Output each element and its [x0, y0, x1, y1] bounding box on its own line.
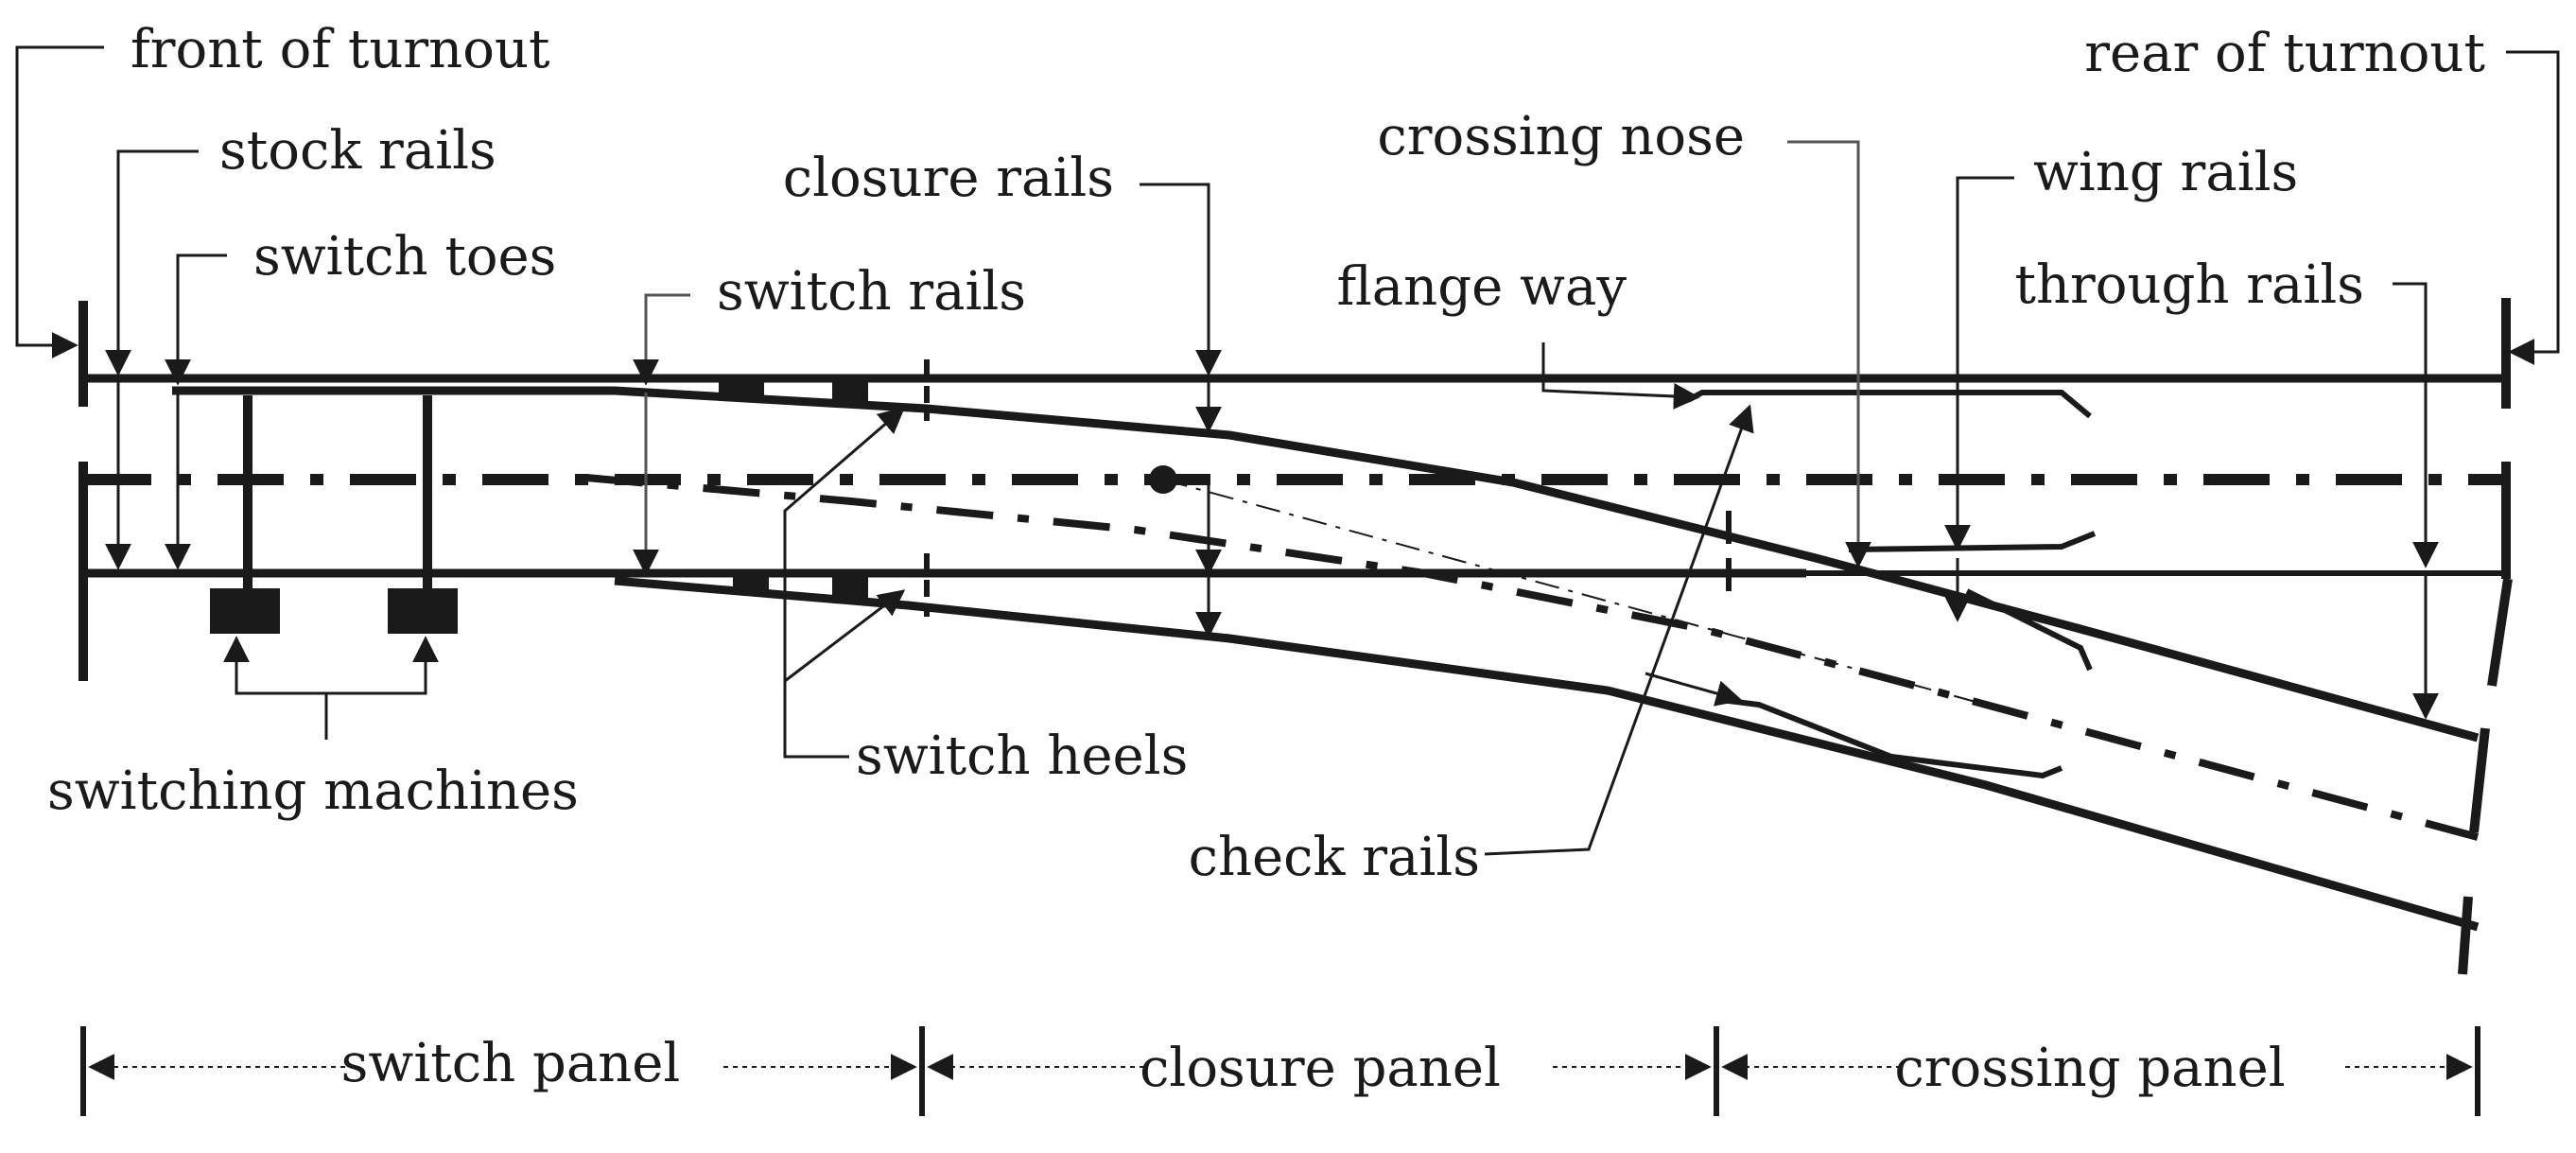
leader-check-rails: [1484, 404, 1754, 856]
heel-block-3: [733, 575, 769, 592]
leader-switch-rails: [633, 293, 690, 386]
rear-lower-tick: [2458, 896, 2473, 975]
lower-diverging-rail: [614, 576, 2480, 932]
label-crossing-panel: crossing panel: [1894, 1038, 2285, 1099]
leader-closure-rails: [1140, 183, 1222, 376]
component-labels: front of turnout rear of turnout stock r…: [47, 19, 2485, 888]
label-switch-rails: switch rails: [717, 261, 1026, 323]
lower-wing-rail: [1848, 531, 2097, 552]
leader-wing-rails: [1944, 176, 2014, 551]
label-wing-rails: wing rails: [2033, 142, 2298, 203]
leader-check-rails-2: [1645, 672, 1743, 707]
leader-through-rails: [2393, 282, 2439, 568]
panel-dimensions: switch panel closure panel crossing pane…: [80, 1026, 2480, 1116]
label-crossing-nose: crossing nose: [1377, 106, 1745, 167]
label-check-rails: check rails: [1189, 827, 1480, 888]
label-front-of-turnout: front of turnout: [131, 19, 550, 80]
leader-crossing-nose: [1787, 140, 1871, 568]
leader-switching-machines-2: [326, 636, 439, 695]
wing-rail-diverging: [1965, 588, 2093, 672]
leader-front-of-turnout: [15, 45, 104, 358]
label-rear-of-turnout: rear of turnout: [2084, 23, 2485, 84]
leader-stock-rails: [105, 149, 199, 376]
leader-switching-machines: [223, 636, 328, 740]
rear-diverging-tick: [2487, 578, 2513, 687]
label-switch-panel: switch panel: [341, 1033, 681, 1094]
check-rail: [1720, 697, 2063, 779]
upper-switch-rail: [172, 386, 2480, 742]
fine-centerline: [1162, 479, 1987, 706]
switching-machine-2: [388, 588, 458, 634]
label-switch-heels: switch heels: [856, 725, 1188, 787]
heel-block-1: [719, 380, 764, 401]
label-through-rails: through rails: [2014, 254, 2364, 316]
rear-div-center-tick: [2469, 727, 2490, 833]
diverging-centerline: [585, 474, 2480, 841]
label-closure-panel: closure panel: [1140, 1038, 1501, 1099]
leader-switch-heels-upper: [783, 407, 906, 759]
label-switching-machines: switching machines: [47, 760, 579, 822]
leader-switch-toes: [165, 253, 227, 386]
label-switch-toes: switch toes: [253, 226, 556, 288]
label-flange-way: flange way: [1336, 256, 1627, 318]
label-stock-rails: stock rails: [219, 120, 496, 182]
leader-rear-of-turnout: [2506, 50, 2560, 365]
leader-switch-heels-lower: [784, 589, 906, 683]
heel-block-4: [832, 577, 868, 598]
leader-flange-way: [1541, 342, 1700, 410]
label-closure-rails: closure rails: [783, 148, 1114, 209]
switching-machine-1: [210, 588, 280, 634]
geometric-center-point: [1149, 465, 1177, 494]
leaders: [15, 45, 2560, 856]
heel-block-2: [832, 382, 868, 403]
